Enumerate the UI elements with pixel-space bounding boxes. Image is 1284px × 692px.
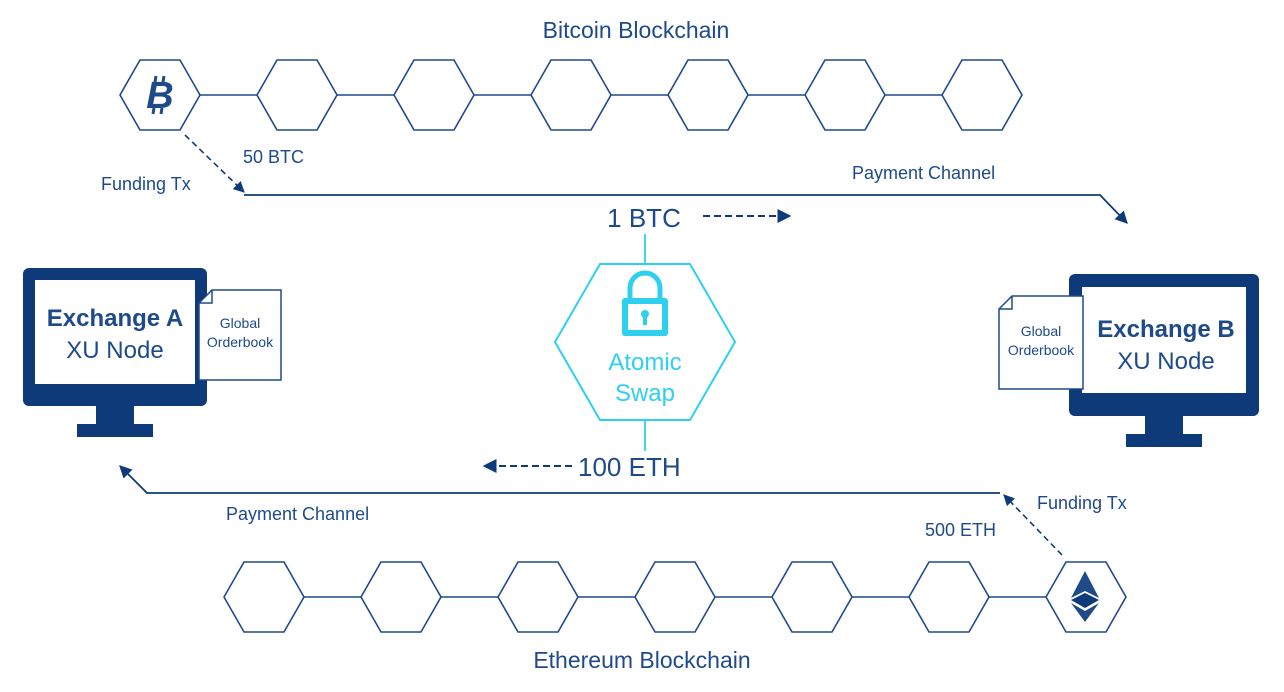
exchange-b-subtitle: XU Node (1117, 348, 1214, 375)
lock-icon (622, 270, 668, 336)
eth-transfer-amount: 100 ETH (578, 452, 681, 482)
eth-funding-label: Funding Tx (1037, 493, 1127, 513)
btc-payment-channel-arrow (244, 194, 1128, 224)
bitcoin-block (393, 59, 475, 131)
exchange-a-orderbook-document: Global Orderbook (198, 289, 282, 381)
bitcoin-block (119, 59, 201, 131)
exchange-a-node: Exchange A XU Node Global Orderbook (23, 268, 282, 437)
exchange-b-orderbook-document: Global Orderbook (998, 295, 1084, 390)
bitcoin-block (530, 59, 612, 131)
eth-payment-channel-arrow (119, 465, 1000, 494)
btc-funding-amount: 50 BTC (243, 147, 304, 167)
ethereum-block-row (223, 561, 1127, 633)
exchange-a-doc-line1: Global (220, 315, 260, 331)
ethereum-block (497, 561, 579, 633)
btc-funding-tx-arrow (184, 134, 245, 193)
eth-funding-amount: 500 ETH (925, 520, 996, 540)
eth-funding-tx-arrow (1003, 494, 1063, 556)
btc-transfer-amount: 1 BTC (607, 203, 681, 233)
exchange-b-doc-line2: Orderbook (1008, 342, 1075, 358)
ethereum-block (908, 561, 990, 633)
ethereum-block (360, 561, 442, 633)
bitcoin-block (941, 59, 1023, 131)
btc-funding-label: Funding Tx (101, 174, 191, 194)
exchange-b-title: Exchange B (1097, 316, 1234, 343)
bitcoin-chain-title: Bitcoin Blockchain (543, 17, 730, 43)
exchange-a-title: Exchange A (47, 305, 184, 332)
exchange-a-subtitle: XU Node (66, 337, 163, 364)
exchange-a-doc-line2: Orderbook (207, 334, 274, 350)
ethereum-block (634, 561, 716, 633)
ethereum-chain-title: Ethereum Blockchain (533, 647, 750, 673)
exchange-b-node: Global Orderbook Exchange B XU Node (998, 274, 1259, 447)
bitcoin-block-row (119, 59, 1023, 131)
swap-label-line1: Atomic (608, 349, 681, 376)
btc-payment-channel-label: Payment Channel (852, 163, 995, 183)
ethereum-block (223, 561, 305, 633)
eth-payment-channel-label: Payment Channel (226, 504, 369, 524)
bitcoin-block (667, 59, 749, 131)
bitcoin-block (804, 59, 886, 131)
swap-label-line2: Swap (615, 380, 675, 407)
ethereum-icon (1071, 571, 1099, 622)
bitcoin-icon: B (146, 75, 173, 117)
bitcoin-block (256, 59, 338, 131)
ethereum-block (771, 561, 853, 633)
svg-text:B: B (146, 75, 173, 117)
exchange-b-doc-line1: Global (1021, 323, 1061, 339)
atomic-swap-hexagon (553, 263, 737, 421)
